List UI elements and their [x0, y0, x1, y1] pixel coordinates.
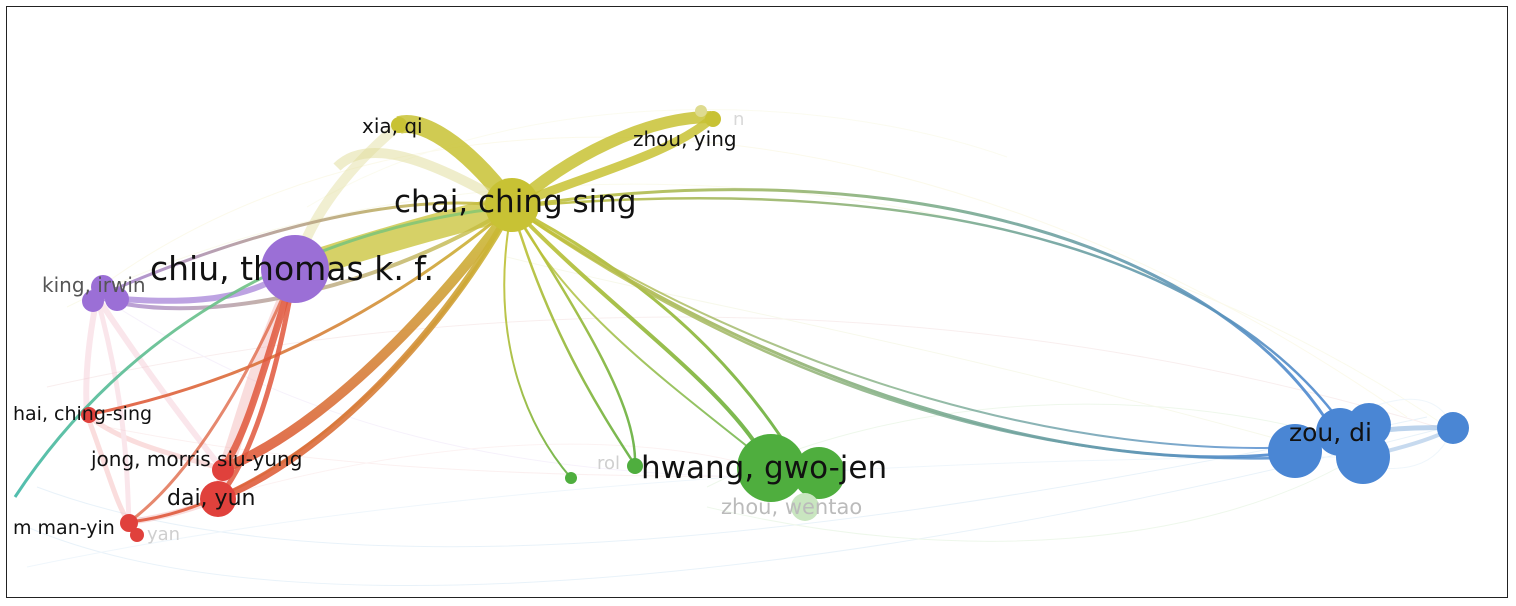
label-zhou-ying: zhou, ying	[633, 127, 737, 151]
label-chai-ching-sing: chai, ching sing	[394, 184, 637, 220]
label-king-irwin: king, irwin	[42, 273, 146, 297]
node-hwang-gwo-jen[interactable]	[737, 434, 805, 502]
node-chai-ching-sing[interactable]	[485, 178, 539, 232]
node-rol[interactable]	[627, 458, 643, 474]
network-visualization-frame: xia, qi zhou, ying n chai, ching sing ch…	[6, 6, 1508, 598]
node-man-yin[interactable]	[120, 514, 138, 532]
node-king-irwin-2[interactable]	[82, 290, 104, 312]
node-hwang-gwo-jen-2[interactable]	[793, 447, 845, 499]
label-chiu-thomas: chiu, thomas k. f.	[150, 249, 434, 288]
label-xia-qi: xia, qi	[362, 114, 423, 138]
label-zou-di: zou, di	[1289, 418, 1372, 447]
node-zhou-wentao[interactable]	[791, 493, 819, 521]
node-king-irwin-3[interactable]	[105, 287, 129, 311]
nodes	[81, 105, 1469, 542]
node-zhou-ying[interactable]	[705, 111, 721, 127]
node-blue-outlier[interactable]	[1437, 412, 1469, 444]
node-dai-yun[interactable]	[200, 481, 236, 517]
co-authorship-network[interactable]: xia, qi zhou, ying n chai, ching sing ch…	[7, 7, 1508, 598]
node-labels: xia, qi zhou, ying n chai, ching sing ch…	[13, 109, 1372, 545]
label-faint-yan: yan	[147, 524, 180, 545]
label-zhou-wentao: zhou, wentao	[721, 495, 862, 519]
label-hwang-gwo-jen: hwang, gwo-jen	[641, 450, 887, 486]
node-green-small[interactable]	[565, 472, 577, 484]
node-zhai-ching-sing[interactable]	[81, 407, 97, 423]
node-xia-qi[interactable]	[391, 117, 407, 133]
label-faint-n: n	[733, 109, 744, 130]
node-zhou-ying-2[interactable]	[695, 105, 707, 117]
label-dai-yun: dai, yun	[167, 486, 255, 511]
node-jong-morris[interactable]	[212, 459, 234, 481]
label-faint-rol: rol	[597, 453, 620, 474]
node-zou-di-4[interactable]	[1336, 430, 1390, 484]
label-zhai-ching-sing: hai, ching-sing	[13, 403, 152, 425]
node-man-yin-2[interactable]	[130, 528, 144, 542]
node-zou-di-3[interactable]	[1268, 424, 1322, 478]
label-man-yin: m man-yin	[13, 517, 115, 539]
label-jong-morris: jong, morris siu-yung	[90, 447, 302, 471]
node-chiu-thomas[interactable]	[261, 235, 329, 303]
